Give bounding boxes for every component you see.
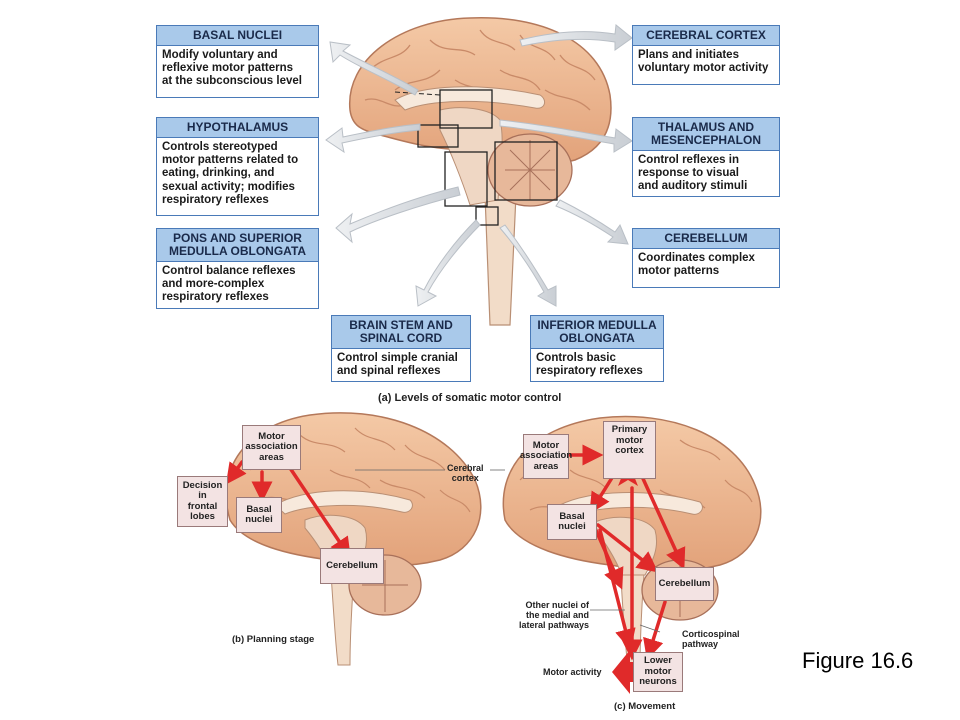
c-primary-motor-box: Primary motor cortex — [603, 421, 656, 479]
motor-activity-arrow — [612, 650, 640, 694]
b-motor-association-box: Motor association areas — [242, 425, 301, 470]
red-arrows-b — [225, 460, 351, 559]
brain-stem-box: BRAIN STEM AND SPINAL CORD Control simpl… — [331, 315, 471, 382]
c-motor-association-box: Motor association areas — [520, 434, 572, 479]
gray-arrows — [325, 24, 633, 307]
thalamus-body: Control reflexes in response to visual a… — [638, 154, 748, 193]
pathway-leaders — [590, 609, 661, 633]
pons-box: PONS AND SUPERIOR MEDULLA OBLONGATA Cont… — [156, 228, 319, 309]
motor-activity-label: Motor activity — [543, 667, 602, 677]
panel-a-caption: (a) Levels of somatic motor control — [378, 392, 562, 404]
hypothalamus-box: HYPOTHALAMUS Controls stereotyped motor … — [156, 117, 319, 216]
basal-nuclei-title: BASAL NUCLEI — [157, 26, 318, 46]
thalamus-box: THALAMUS AND MESENCEPHALON Control refle… — [632, 117, 780, 197]
cerebellum-title: CEREBELLUM — [633, 229, 779, 249]
basal-nuclei-body: Modify voluntary and reflexive motor pat… — [162, 49, 302, 88]
brain-stem-body: Control simple cranial and spinal reflex… — [337, 352, 458, 378]
figure-number: Figure 16.6 — [802, 648, 914, 673]
b-cerebellum-box: Cerebellum — [320, 548, 384, 584]
pons-title: PONS AND SUPERIOR MEDULLA OBLONGATA — [157, 229, 318, 262]
thalamus-title: THALAMUS AND MESENCEPHALON — [633, 118, 779, 151]
inferior-medulla-body: Controls basic respiratory reflexes — [536, 352, 643, 378]
cerebral-cortex-box: CEREBRAL CORTEX Plans and initiates volu… — [632, 25, 780, 85]
pons-body: Control balance reflexes and more-comple… — [162, 265, 296, 304]
inferior-medulla-box: INFERIOR MEDULLA OBLONGATA Controls basi… — [530, 315, 664, 382]
cerebellum-body: Coordinates complex motor patterns — [638, 252, 755, 278]
c-basal-nuclei-box: Basal nuclei — [547, 504, 597, 540]
hypothalamus-body: Controls stereotyped motor patterns rela… — [162, 141, 299, 206]
cerebral-cortex-label: Cerebral cortex — [447, 463, 484, 483]
cerebral-cortex-body: Plans and initiates voluntary motor acti… — [638, 49, 769, 75]
b-basal-nuclei-box: Basal nuclei — [236, 497, 282, 533]
other-nuclei-label: Other nuclei of the medial and lateral p… — [518, 600, 589, 630]
hypothalamus-title: HYPOTHALAMUS — [157, 118, 318, 138]
c-cerebellum-box: Cerebellum — [655, 567, 714, 601]
red-arrows-c — [568, 444, 686, 661]
c-lower-motor-box: Lower motor neurons — [633, 652, 683, 692]
basal-nuclei-box: BASAL NUCLEI Modify voluntary and reflex… — [156, 25, 319, 98]
inferior-medulla-title: INFERIOR MEDULLA OBLONGATA — [531, 316, 663, 349]
corticospinal-label: Corticospinal pathway — [682, 629, 740, 649]
panel-c-caption: (c) Movement — [614, 701, 676, 712]
brain-a — [349, 17, 612, 326]
brain-stem-title: BRAIN STEM AND SPINAL CORD — [332, 316, 470, 349]
cerebellum-box: CEREBELLUM Coordinates complex motor pat… — [632, 228, 780, 288]
panel-b-caption: (b) Planning stage — [232, 634, 315, 645]
b-decision-box: Decision in frontal lobes — [177, 476, 228, 527]
cerebral-cortex-title: CEREBRAL CORTEX — [633, 26, 779, 46]
